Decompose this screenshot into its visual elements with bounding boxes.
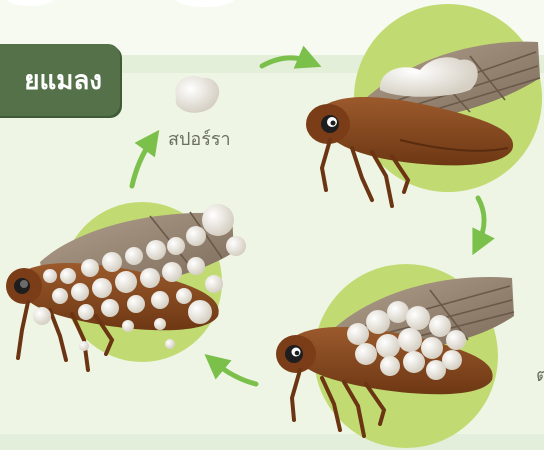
edge-text-fragment: ต xyxy=(536,360,544,389)
title-text: ยแมลง xyxy=(24,60,102,101)
spore-label: สปอร์รา xyxy=(168,124,231,153)
bottom-band xyxy=(0,434,544,450)
title-tab: ยแมลง xyxy=(0,44,120,116)
